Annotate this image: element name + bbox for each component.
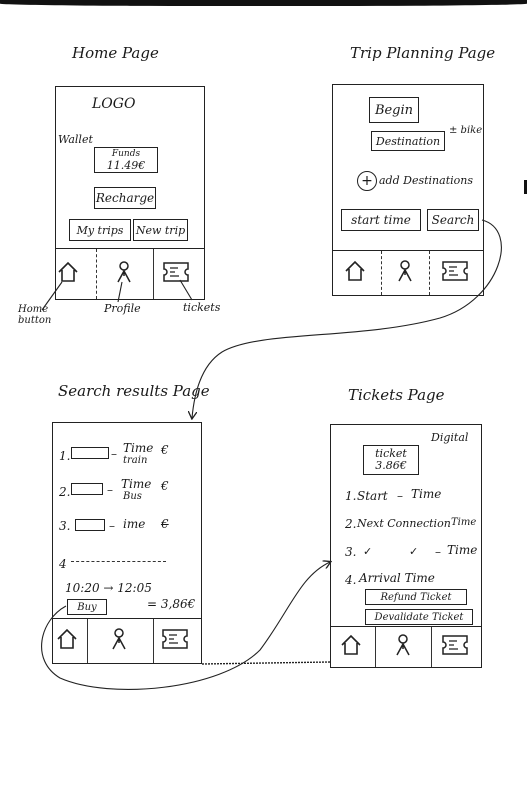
- result-price-euro: €: [161, 479, 169, 493]
- total-price: = 3,86€: [147, 597, 196, 611]
- top-edge-shadow: [0, 0, 527, 6]
- ticket-step-number: 3.: [345, 545, 357, 559]
- nav-divider: [96, 249, 97, 299]
- trip-planning-page-title: Trip Planning Page: [350, 44, 496, 62]
- nav-divider: [87, 619, 88, 663]
- bike-option[interactable]: ± bike: [449, 125, 483, 136]
- nav-divider: [381, 251, 382, 295]
- nav-divider: [429, 251, 430, 295]
- result-route-box: [71, 483, 103, 495]
- result-dash: –: [109, 519, 115, 533]
- profile-icon[interactable]: [395, 259, 415, 287]
- home-page-title: Home Page: [72, 44, 159, 62]
- home-icon[interactable]: [55, 627, 79, 655]
- recharge-button[interactable]: Recharge: [94, 187, 156, 209]
- ticket-step-number: 4.: [345, 573, 357, 587]
- ticket-step-dash: –: [435, 545, 441, 559]
- home-icon[interactable]: [56, 260, 80, 288]
- funds-box: Funds 11.49€: [94, 147, 158, 173]
- wallet-label: Wallet: [58, 133, 93, 146]
- result-number: 1.: [59, 449, 71, 463]
- home-page-frame: LOGO Funds 11.49€ Recharge My trips New …: [55, 86, 205, 300]
- ticket-step-label: Start: [357, 489, 388, 503]
- tickets-nav-bar: [331, 626, 481, 667]
- result-mode: train: [123, 455, 148, 466]
- funds-value: 11.49€: [106, 159, 146, 172]
- result-dash: –: [111, 447, 117, 461]
- profile-icon[interactable]: [109, 627, 129, 655]
- profile-icon[interactable]: [393, 633, 413, 661]
- right-edge-mark: [524, 180, 527, 194]
- ticket-icon[interactable]: [162, 261, 190, 287]
- ticket-step-number: 1.: [345, 489, 357, 503]
- result-placeholder-line: [71, 561, 166, 562]
- begin-input[interactable]: Begin: [369, 97, 419, 123]
- result-price-euro: €: [161, 517, 169, 531]
- departure-arrival-times: 10:20 → 12:05: [65, 581, 152, 595]
- funds-label: Funds: [111, 149, 141, 159]
- result-time: Time: [121, 477, 152, 491]
- start-time-button[interactable]: start time: [341, 209, 421, 231]
- tickets-annotation: tickets: [183, 301, 221, 314]
- checkmark-icon: ✓: [363, 545, 373, 558]
- search-results-page-frame: 1. – Time train € 2. – Time Bus € 3. – i…: [52, 422, 202, 664]
- nav-divider: [153, 249, 154, 299]
- ticket-price: 3.86€: [375, 459, 407, 472]
- ticket-step-label: Next Connection: [357, 517, 451, 530]
- home-button-annotation: Home button: [18, 304, 52, 326]
- result-route-box: [75, 519, 105, 531]
- destination-input[interactable]: Destination: [371, 131, 445, 151]
- new-trip-button[interactable]: New trip: [133, 219, 188, 241]
- digital-ticket-box[interactable]: ticket 3.86€: [363, 445, 419, 475]
- result-dash: –: [107, 483, 113, 497]
- search-button[interactable]: Search: [427, 209, 479, 231]
- ticket-step-label: Arrival Time: [359, 571, 435, 585]
- buy-button[interactable]: Buy: [67, 599, 107, 615]
- page-link-line: [201, 661, 331, 665]
- search-results-page-title: Search results Page: [58, 382, 210, 400]
- home-icon[interactable]: [339, 633, 363, 661]
- refund-ticket-button[interactable]: Refund Ticket: [365, 589, 467, 605]
- nav-divider: [431, 627, 432, 667]
- result-number: 4: [59, 557, 67, 571]
- nav-divider: [375, 627, 376, 667]
- result-number: 2.: [59, 485, 71, 499]
- tickets-page-frame: ticket 3.86€ Digital 1. Start – Time 2. …: [330, 424, 482, 668]
- result-time: ime: [123, 517, 146, 531]
- ticket-icon[interactable]: [161, 628, 189, 654]
- ticket-step-number: 2.: [345, 517, 357, 531]
- result-time: Time: [123, 441, 154, 455]
- ticket-step-time: Time: [451, 517, 477, 528]
- tickets-page-title: Tickets Page: [348, 386, 445, 404]
- profile-icon[interactable]: [114, 260, 134, 288]
- trip-nav-bar: [333, 250, 483, 295]
- profile-annotation: Profile: [104, 302, 141, 315]
- home-nav-bar: [56, 248, 204, 299]
- result-mode: Bus: [123, 491, 142, 502]
- logo-text: LOGO: [92, 96, 136, 112]
- devalidate-ticket-button[interactable]: Devalidate Ticket: [365, 609, 473, 625]
- result-number: 3.: [59, 519, 71, 533]
- result-route-box: [71, 447, 109, 459]
- add-destinations-link[interactable]: add Destinations: [379, 174, 473, 187]
- checkmark-icon: ✓: [409, 545, 419, 558]
- ticket-icon[interactable]: [441, 634, 469, 660]
- trip-planning-page-frame: Begin Destination ± bike + add Destinati…: [332, 84, 484, 296]
- ticket-label: ticket: [375, 447, 407, 460]
- result-price-euro: €: [161, 443, 169, 457]
- ticket-step-dash: –: [397, 489, 403, 503]
- my-trips-button[interactable]: My trips: [69, 219, 131, 241]
- ticket-step-time: Time: [447, 543, 478, 557]
- search-nav-bar: [53, 618, 201, 663]
- ticket-step-time: Time: [411, 487, 442, 501]
- ticket-icon[interactable]: [441, 260, 469, 286]
- nav-divider: [153, 619, 154, 663]
- digital-label: Digital: [431, 431, 469, 444]
- add-destination-plus-icon[interactable]: +: [357, 171, 377, 191]
- home-icon[interactable]: [343, 259, 367, 287]
